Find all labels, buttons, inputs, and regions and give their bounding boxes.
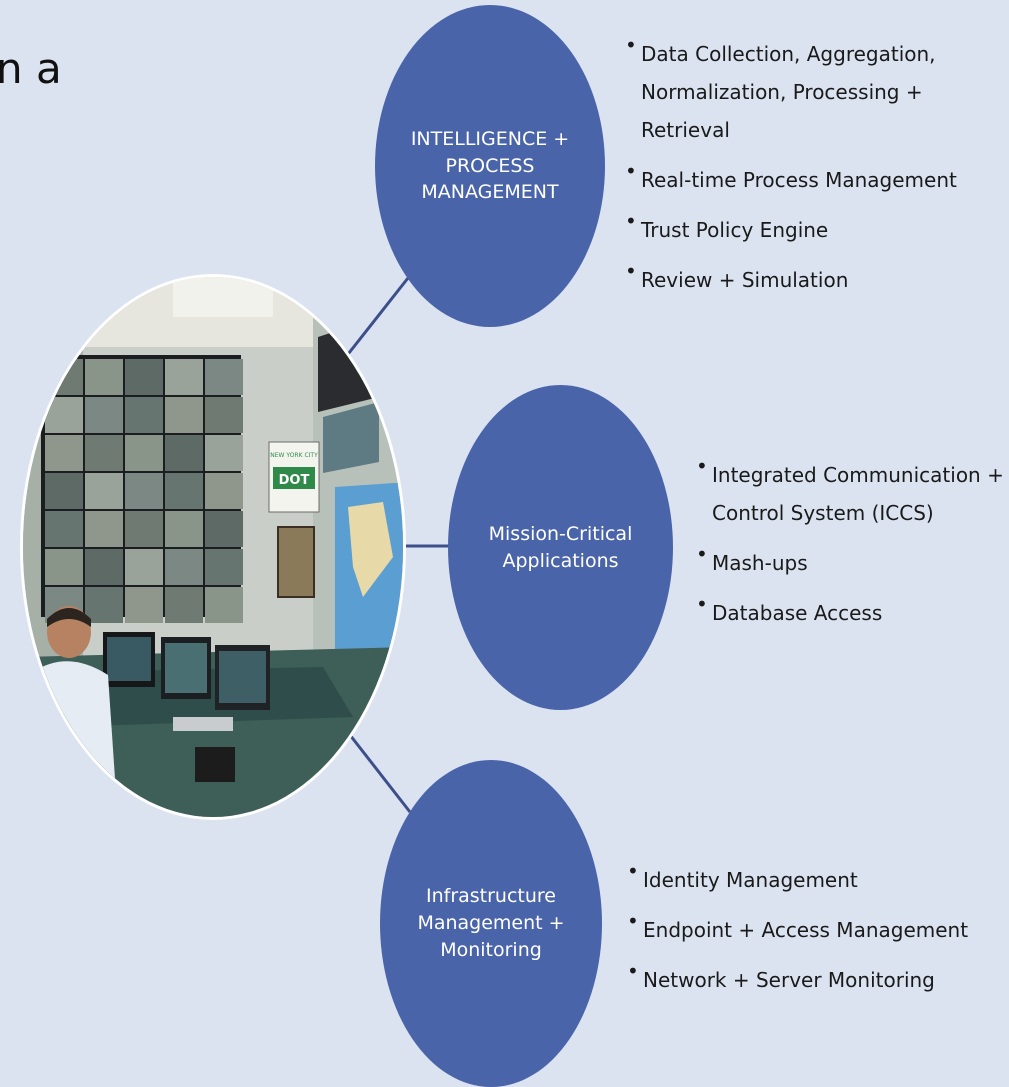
bullet-item: •Mash-ups	[696, 544, 1006, 582]
hub-label-line: Management +	[417, 912, 565, 935]
bullet-line: Database Access	[712, 601, 883, 625]
camera-feed-tile	[165, 473, 203, 509]
camera-feed-tile	[205, 549, 243, 585]
hub-label-line: INTELLIGENCE +	[410, 127, 570, 150]
dot-sign-logo: DOT	[279, 473, 310, 488]
hub-label-line: Monitoring	[440, 938, 542, 961]
camera-feed-tile	[125, 473, 163, 509]
camera-feed-tile	[45, 511, 83, 547]
control-room-illustration: NEW YORK CITY DOT	[23, 277, 403, 817]
camera-feed-tile	[205, 587, 243, 623]
bullet-line: Integrated Communication +	[712, 463, 1004, 487]
control-room-photo: NEW YORK CITY DOT	[20, 274, 406, 820]
bullet-item: •Network + Server Monitoring	[627, 961, 1007, 999]
camera-feed-tile	[85, 435, 123, 471]
camera-feed-tile	[165, 397, 203, 433]
camera-feed-tile	[85, 511, 123, 547]
camera-feed-tile	[125, 397, 163, 433]
hub-label: INTELLIGENCE + PROCESS MANAGEMENT	[411, 126, 569, 207]
camera-feed-tile	[45, 397, 83, 433]
camera-feed-tile	[125, 511, 163, 547]
camera-feed-tile	[165, 359, 203, 395]
camera-feed-tile	[85, 397, 123, 433]
bullet-icon: •	[696, 542, 708, 566]
mission-bullet-list: • Integrated Communication + Control Sys…	[696, 456, 1006, 653]
bullet-line: Network + Server Monitoring	[643, 968, 935, 992]
camera-feed-tile	[165, 549, 203, 585]
camera-feed-tile	[85, 549, 123, 585]
camera-feed-tile	[165, 511, 203, 547]
hub-label-line: Infrastructure	[425, 885, 556, 908]
video-wall	[45, 359, 243, 623]
dot-sign-caption: NEW YORK CITY	[270, 452, 318, 459]
hub-mission-critical-applications: Mission-Critical Applications	[448, 385, 673, 710]
camera-feed-tile	[165, 587, 203, 623]
bullet-line: Mash-ups	[712, 551, 808, 575]
bullet-line: Identity Management	[643, 868, 858, 892]
bullet-item: • Integrated Communication + Control Sys…	[696, 456, 1006, 532]
hub-label-line: Applications	[502, 549, 619, 572]
camera-feed-tile	[205, 397, 243, 433]
bullet-item: •Endpoint + Access Management	[627, 911, 1007, 949]
bullet-line: Control System (ICCS)	[712, 501, 934, 525]
bullet-icon: •	[625, 259, 637, 283]
camera-feed-tile	[45, 435, 83, 471]
bullet-line: Trust Policy Engine	[641, 218, 829, 242]
bullet-icon: •	[625, 33, 637, 57]
camera-feed-tile	[85, 473, 123, 509]
camera-feed-tile	[125, 549, 163, 585]
camera-feed-tile	[125, 359, 163, 395]
connector-to-intelligence	[343, 277, 410, 359]
bullet-icon: •	[625, 209, 637, 233]
hub-intelligence-process-management: INTELLIGENCE + PROCESS MANAGEMENT	[375, 5, 605, 327]
hub-label-line: Mission-Critical	[488, 522, 633, 545]
hub-label-line: MANAGEMENT	[421, 181, 559, 204]
camera-feed-tile	[85, 587, 123, 623]
camera-feed-tile	[165, 435, 203, 471]
camera-feed-tile	[45, 549, 83, 585]
camera-feed-tile	[205, 359, 243, 395]
infrastructure-bullet-list: •Identity Management •Endpoint + Access …	[627, 861, 1007, 1020]
bullet-line: Normalization, Processing +	[641, 80, 923, 104]
camera-feed-tile	[205, 511, 243, 547]
hub-label-line: PROCESS	[445, 154, 535, 177]
bullet-icon: •	[696, 592, 708, 616]
camera-feed-tile	[45, 473, 83, 509]
bullet-icon: •	[696, 454, 708, 478]
camera-feed-tile	[125, 435, 163, 471]
hub-infrastructure-management-monitoring: Infrastructure Management + Monitoring	[380, 760, 602, 1087]
connector-to-infrastructure	[348, 734, 412, 813]
bullet-line: Review + Simulation	[641, 268, 849, 292]
camera-feed-tile	[205, 473, 243, 509]
bullet-icon: •	[627, 859, 639, 883]
hub-label: Mission-Critical Applications	[489, 521, 633, 575]
bullet-line: Real-time Process Management	[641, 168, 957, 192]
camera-feed-tile	[205, 435, 243, 471]
intelligence-bullet-list: • Data Collection, Aggregation, Normaliz…	[625, 35, 1005, 320]
bullet-icon: •	[627, 909, 639, 933]
bullet-item: •Real-time Process Management	[625, 161, 1005, 199]
bullet-item: •Review + Simulation	[625, 261, 1005, 299]
bullet-item: •Identity Management	[627, 861, 1007, 899]
bullet-icon: •	[625, 159, 637, 183]
cropped-heading-fragment: n a	[0, 44, 62, 93]
camera-feed-tile	[125, 587, 163, 623]
bullet-line: Retrieval	[641, 118, 730, 142]
bullet-item: •Database Access	[696, 594, 1006, 632]
hub-label: Infrastructure Management + Monitoring	[417, 883, 564, 964]
camera-feed-tile	[85, 359, 123, 395]
bullet-line: Data Collection, Aggregation,	[641, 42, 936, 66]
bullet-item: • Data Collection, Aggregation, Normaliz…	[625, 35, 1005, 149]
bullet-icon: •	[627, 959, 639, 983]
bullet-line: Endpoint + Access Management	[643, 918, 969, 942]
bullet-item: •Trust Policy Engine	[625, 211, 1005, 249]
